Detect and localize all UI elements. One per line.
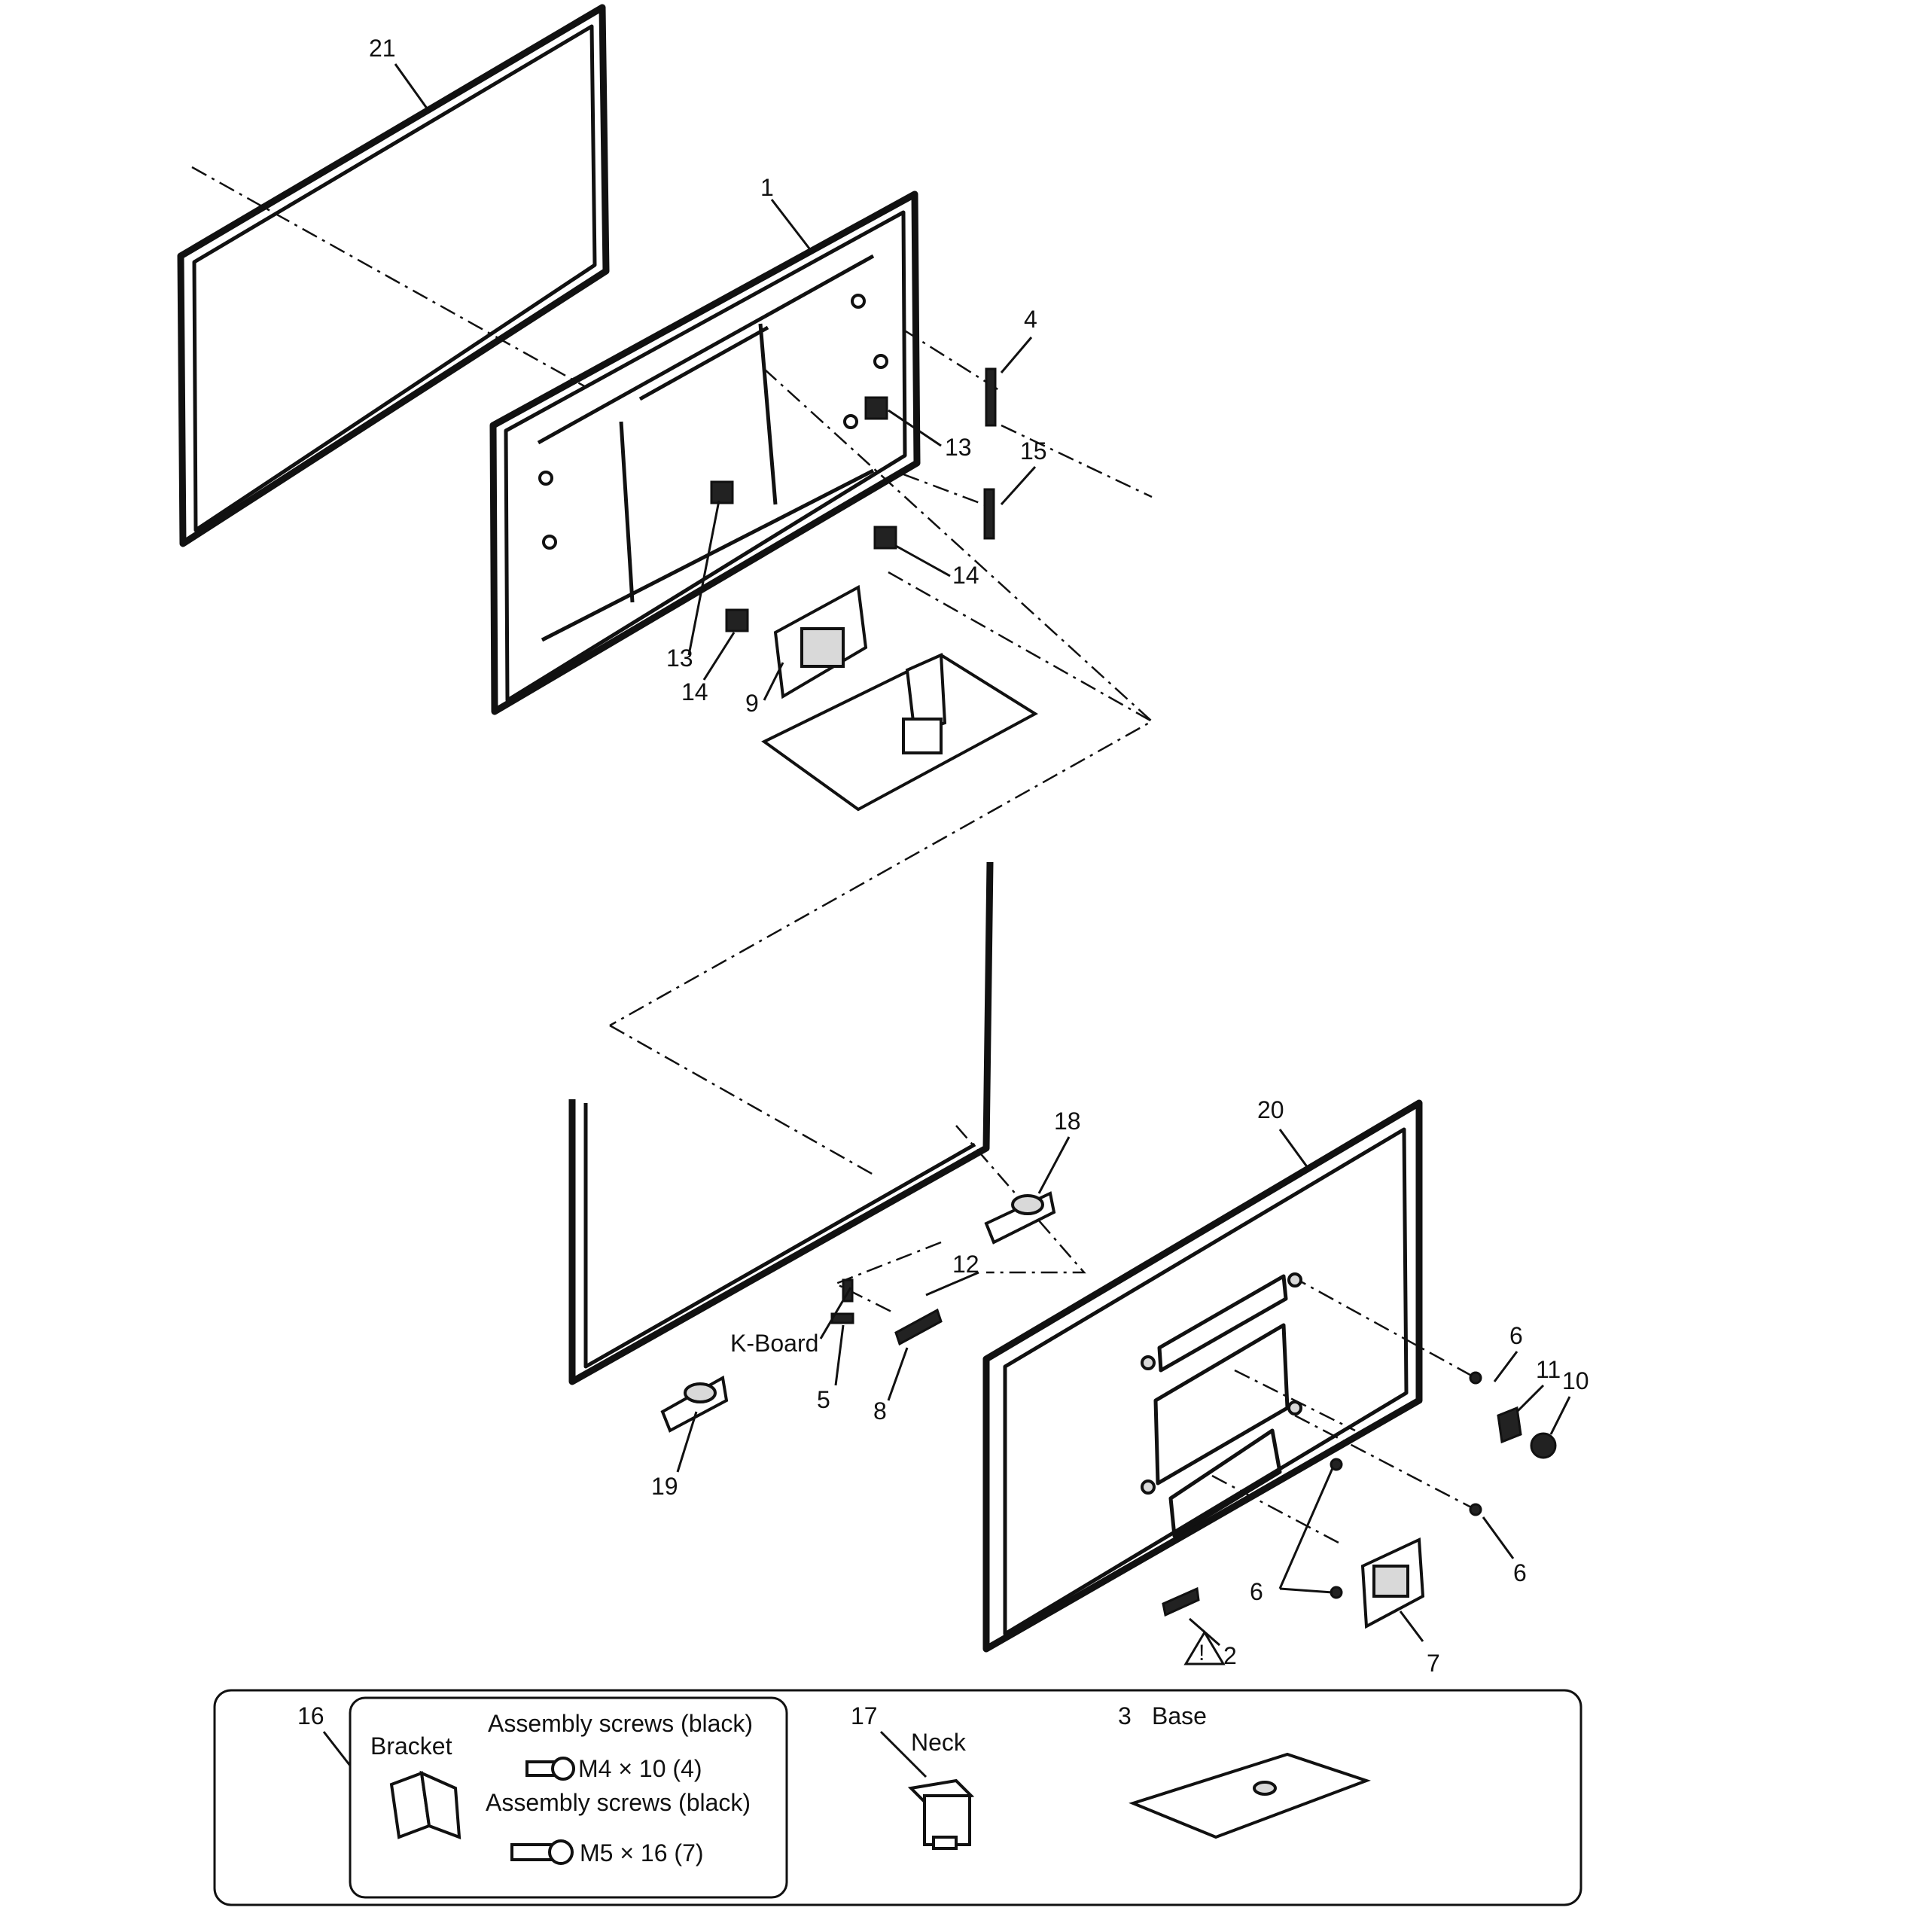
neck-icon xyxy=(907,1778,975,1850)
part-9-bracket xyxy=(773,584,868,699)
part-15-connector xyxy=(983,488,995,540)
callout-10: 10 xyxy=(1562,1367,1589,1394)
callout-4: 4 xyxy=(1024,306,1037,333)
part-21-front-bezel xyxy=(177,4,610,547)
callout-19: 19 xyxy=(651,1473,678,1500)
accessories-legend: 16 Bracket Assembly screws (black) M4 × … xyxy=(213,1689,1582,1906)
bracket-icon xyxy=(389,1770,461,1839)
legend-outer-box xyxy=(213,1689,1582,1906)
part-13-clip-b xyxy=(710,480,734,504)
base-icon xyxy=(1129,1752,1371,1839)
part-14-clip-b xyxy=(725,608,749,632)
base-number: 3 xyxy=(1118,1702,1132,1729)
callout-6-right: 6 xyxy=(1513,1559,1527,1586)
screw-m4-icon xyxy=(525,1757,575,1781)
part-11-clip xyxy=(1497,1406,1522,1444)
callout-8: 8 xyxy=(873,1397,887,1425)
callout-11: 11 xyxy=(1536,1356,1561,1383)
callout-6-upper: 6 xyxy=(1509,1322,1523,1349)
screws-2-title: Assembly screws (black) xyxy=(486,1789,751,1816)
part-4-connector xyxy=(985,367,997,427)
part-6-screw-c xyxy=(1330,1458,1343,1599)
bracket-label: Bracket xyxy=(370,1732,452,1760)
callout-9: 9 xyxy=(745,690,759,717)
part-7-bracket xyxy=(1360,1537,1425,1629)
part-1-rear-chassis xyxy=(489,190,921,715)
callout-5: 5 xyxy=(817,1386,830,1413)
callout-21: 21 xyxy=(369,35,396,62)
callout-7: 7 xyxy=(1427,1650,1440,1677)
callout-14-lower: 14 xyxy=(681,678,708,705)
callout-16: 16 xyxy=(297,1702,324,1729)
stand-assembly xyxy=(761,652,1038,812)
part-6-screw-b xyxy=(1469,1503,1482,1516)
part-8-board xyxy=(894,1308,943,1346)
callout-14-upper: 14 xyxy=(952,562,979,589)
screw-m5-icon xyxy=(510,1839,574,1865)
part-10-knob xyxy=(1530,1432,1557,1459)
callout-18: 18 xyxy=(1054,1108,1081,1135)
leader-lines xyxy=(322,63,1571,1778)
callout-17: 17 xyxy=(851,1702,878,1729)
screws-1-title: Assembly screws (black) xyxy=(488,1710,753,1737)
callout-13-upper: 13 xyxy=(945,434,972,461)
part-19-hinge xyxy=(660,1375,729,1433)
part-20-rear-cover xyxy=(982,1099,1423,1653)
svg-text:!: ! xyxy=(1199,1641,1205,1665)
part-13-clip-a xyxy=(864,396,888,420)
lower-middle-frame xyxy=(568,861,994,1385)
part-14-clip-a xyxy=(873,526,897,550)
callout-12: 12 xyxy=(952,1251,979,1278)
part-18-hinge xyxy=(984,1191,1056,1245)
neck-label: Neck xyxy=(911,1729,967,1756)
callout-labels: 21 1 4 13 15 14 13 14 9 18 20 12 K-Board… xyxy=(369,35,1589,1677)
k-board-label: K-Board xyxy=(730,1330,818,1357)
callout-13-lower: 13 xyxy=(666,645,693,672)
part-2-connector xyxy=(1162,1586,1200,1617)
legend-inner-box xyxy=(349,1696,788,1899)
warning-triangle-icon: ! xyxy=(1183,1630,1226,1665)
screws-1-spec: M4 × 10 (4) xyxy=(578,1755,702,1782)
callout-15: 15 xyxy=(1020,437,1047,465)
callout-2: 2 xyxy=(1223,1642,1237,1669)
base-label: Base xyxy=(1152,1702,1207,1729)
callout-20: 20 xyxy=(1257,1096,1284,1123)
callout-6-lower: 6 xyxy=(1250,1578,1263,1605)
screws-2-spec: M5 × 16 (7) xyxy=(580,1839,704,1866)
part-6-screw-a xyxy=(1469,1371,1482,1385)
callout-1: 1 xyxy=(760,174,774,201)
